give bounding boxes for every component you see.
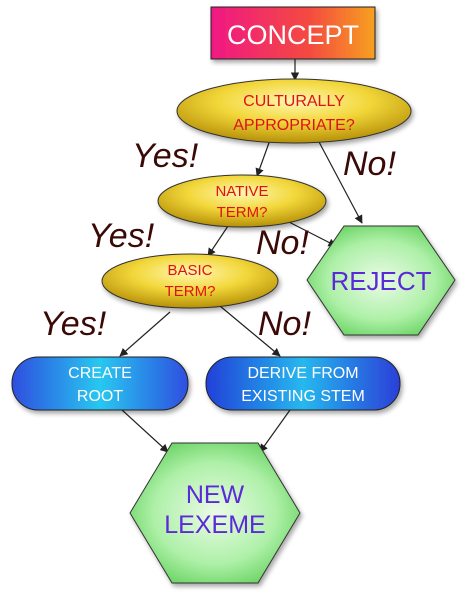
basic-yes-label: Yes! xyxy=(40,305,107,343)
reject-node xyxy=(306,225,456,336)
new-lexeme-line2: LEXEME xyxy=(164,511,265,539)
culturally-yes-label: Yes! xyxy=(132,137,199,175)
edge-native-to-basic xyxy=(207,225,229,257)
culturally-no-label: No! xyxy=(343,145,396,183)
edge-basic-to-create-root xyxy=(119,311,171,357)
native-term-line2: TERM? xyxy=(217,204,268,221)
edge-basic-to-derive xyxy=(219,305,281,357)
native-term-line1: NATIVE xyxy=(215,183,268,200)
derive-line2: EXISTING STEM xyxy=(241,388,365,405)
create-root-node xyxy=(11,356,189,411)
culturally-appropriate-node xyxy=(176,78,412,144)
native-no-label: No! xyxy=(256,224,309,262)
basic-no-label: No! xyxy=(258,305,311,343)
edge-derive-to-lexeme xyxy=(259,409,291,453)
edge-native-to-reject xyxy=(284,219,337,247)
basic-term-line2: TERM? xyxy=(165,283,216,300)
concept-node xyxy=(210,6,376,60)
edge-culturally-to-reject xyxy=(317,139,363,224)
derive-line1: DERIVE FROM xyxy=(247,365,358,382)
edge-culturally-to-native xyxy=(255,139,271,177)
reject-label: REJECT xyxy=(330,266,431,296)
native-term-node xyxy=(157,174,327,228)
create-root-line1: CREATE xyxy=(68,365,132,382)
basic-term-line1: BASIC xyxy=(167,262,212,279)
edge-create-root-to-lexeme xyxy=(121,409,169,453)
culturally-appropriate-line1: CULTURALLY xyxy=(243,93,345,110)
culturally-appropriate-line2: APPROPRIATE? xyxy=(233,117,355,134)
create-root-line2: ROOT xyxy=(77,388,123,405)
new-lexeme-line1: NEW xyxy=(186,481,245,509)
basic-term-node xyxy=(101,253,279,309)
edges xyxy=(119,58,363,453)
new-lexeme-node xyxy=(129,442,301,584)
native-yes-label: Yes! xyxy=(88,217,155,255)
derive-from-existing-stem-node xyxy=(205,356,401,411)
concept-label: CONCEPT xyxy=(227,20,359,50)
